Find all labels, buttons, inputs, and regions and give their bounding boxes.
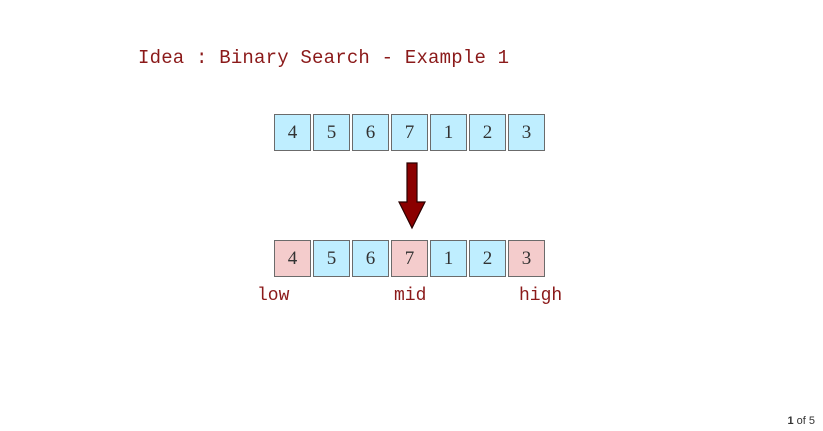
- array-cell: 3: [508, 114, 545, 151]
- page-separator: of: [796, 415, 806, 427]
- array-cell: 7: [391, 114, 428, 151]
- array-cell: 4: [274, 114, 311, 151]
- array-cell-high: 3: [508, 240, 545, 277]
- array-cell: 6: [352, 114, 389, 151]
- array-cell: 5: [313, 240, 350, 277]
- array-cell: 2: [469, 114, 506, 151]
- page-current: 1: [787, 415, 794, 427]
- array-cell: 5: [313, 114, 350, 151]
- array-cell-mid: 7: [391, 240, 428, 277]
- array-before: 4 5 6 7 1 2 3: [274, 114, 547, 151]
- down-arrow-icon: [398, 162, 426, 230]
- page-indicator: 1 of 5: [787, 415, 815, 427]
- array-cell: 6: [352, 240, 389, 277]
- pointer-mid-label: mid: [394, 286, 427, 306]
- page-total: 5: [808, 415, 815, 427]
- array-cell-low: 4: [274, 240, 311, 277]
- slide-title: Idea : Binary Search - Example 1: [138, 47, 510, 69]
- pointer-low-label: low: [257, 286, 290, 306]
- pointer-high-label: high: [519, 286, 563, 306]
- array-cell: 1: [430, 114, 467, 151]
- array-cell: 2: [469, 240, 506, 277]
- array-after: 4 5 6 7 1 2 3: [274, 240, 547, 277]
- array-cell: 1: [430, 240, 467, 277]
